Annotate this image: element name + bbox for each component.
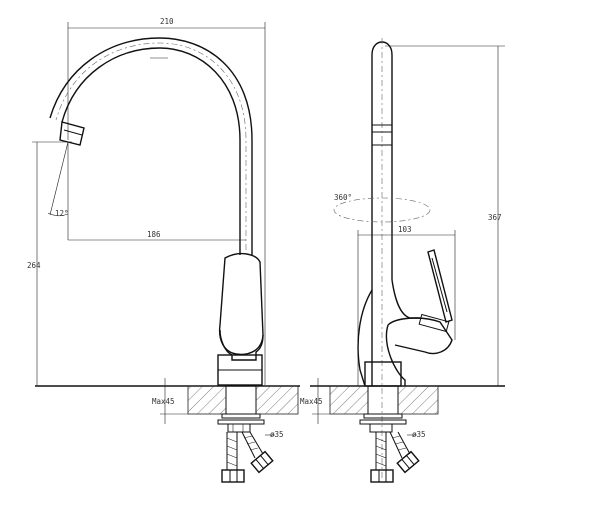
dim-front-width: 210 bbox=[67, 17, 266, 385]
dim-spout-angle: 12° bbox=[47, 141, 69, 240]
countertop-front bbox=[187, 385, 299, 415]
gooseneck-spout bbox=[49, 37, 253, 255]
dim-front-height: 264 bbox=[27, 141, 72, 386]
dim-max-thickness-side: Max45 bbox=[300, 378, 330, 424]
side-height-label: 367 bbox=[488, 213, 502, 222]
front-width-label: 210 bbox=[160, 17, 174, 26]
front-view: 210 12° 186 264 bbox=[27, 17, 300, 483]
hole-side-label: ø35 bbox=[412, 430, 426, 439]
hole-front-label: ø35 bbox=[270, 430, 284, 439]
spout-column-side bbox=[371, 38, 393, 480]
dim-spout-reach: 186 bbox=[68, 230, 246, 241]
mounting-hardware-side: ø35 bbox=[359, 413, 426, 483]
handle-reach-label: 103 bbox=[398, 225, 412, 234]
mounting-hardware-front: ø35 bbox=[217, 413, 284, 483]
spout-angle-label: 12° bbox=[55, 209, 69, 218]
countertop-side bbox=[329, 385, 439, 415]
side-view: 367 360° 103 bbox=[300, 38, 505, 483]
rotation-indicator: 360° bbox=[333, 193, 431, 223]
rotation-label: 360° bbox=[334, 193, 352, 202]
spout-reach-label: 186 bbox=[147, 230, 161, 239]
dim-side-height: 367 bbox=[385, 45, 505, 386]
front-height-label: 264 bbox=[27, 261, 41, 270]
faucet-body-front bbox=[217, 252, 264, 386]
max-thickness-front-label: Max45 bbox=[152, 397, 175, 406]
max-thickness-side-label: Max45 bbox=[300, 397, 323, 406]
dim-max-thickness-front: Max45 bbox=[152, 378, 188, 424]
